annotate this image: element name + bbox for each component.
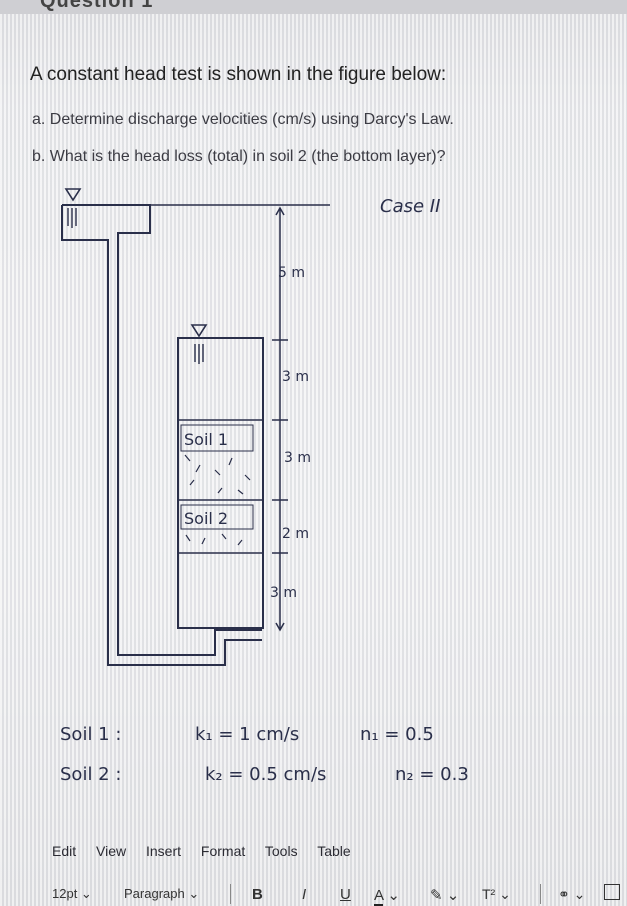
font-size-select[interactable]: 12pt ⌄ [52,886,92,901]
soil-column [177,337,264,629]
superscript-button[interactable]: T² ⌄ [482,886,511,902]
menu-table[interactable]: Table [317,843,351,859]
menu-view[interactable]: View [96,843,127,859]
soil2-n: n₂ = 0.3 [395,764,469,785]
soil2-label-box [180,504,254,530]
dim-3m-a: 3 m [282,369,309,385]
question-title: A constant head test is shown in the fig… [30,64,447,85]
menu-insert[interactable]: Insert [146,843,182,859]
underline-button[interactable]: U [340,886,351,903]
case-label: Case II [380,196,440,217]
menu-edit[interactable]: Edit [52,843,77,859]
inlet-pipe-outer [61,205,262,666]
soil1-k: k₁ = 1 cm/s [195,724,299,745]
dimension-line [272,206,288,632]
link-icon[interactable]: ⚭ ⌄ [558,886,586,902]
soil2-name: Soil 2 : [60,764,121,785]
soil2-k: k₂ = 0.5 cm/s [205,764,326,785]
dim-5m: 5 m [278,265,305,281]
menu-tools[interactable]: Tools [264,843,298,859]
menu-format[interactable]: Format [200,843,246,859]
highlight-icon[interactable]: ✎ ⌄ [430,887,460,904]
editor-format-toolbar: 12pt ⌄ Paragraph ⌄ B I U A ⌄ ✎ ⌄ T² ⌄ ⚭ … [52,878,627,906]
paragraph-select[interactable]: Paragraph ⌄ [124,886,200,901]
inlet-pipe [62,204,262,656]
soil2-label: Soil 2 [184,509,228,528]
question-part-b: b. What is the head loss (total) in soil… [32,148,446,165]
soil1-label-box [180,424,254,452]
soil1-hatching [184,454,251,495]
water-level-triangle-column-icon [190,324,208,364]
image-icon[interactable] [604,884,620,900]
dim-3m-c: 3 m [270,585,297,601]
text-color-button[interactable]: A ⌄ [374,887,400,906]
soil2-hatching [185,533,243,546]
header-bar: Question 1 [0,0,627,14]
dim-2m: 2 m [282,526,309,542]
dim-3m-b: 3 m [284,450,311,466]
italic-button[interactable]: I [302,886,307,903]
toolbar-separator [540,884,541,904]
question-part-a: a. Determine discharge velocities (cm/s)… [32,111,454,128]
bold-button[interactable]: B [252,886,263,903]
toolbar-separator [230,884,231,904]
question-heading: Question 1 [40,0,154,12]
water-level-triangle-top-icon [64,188,82,228]
editor-menubar: Edit View Insert Format Tools Table [52,843,367,859]
soil1-n: n₁ = 0.5 [360,724,434,745]
soil1-name: Soil 1 : [60,724,121,745]
soil1-label: Soil 1 [184,430,228,449]
